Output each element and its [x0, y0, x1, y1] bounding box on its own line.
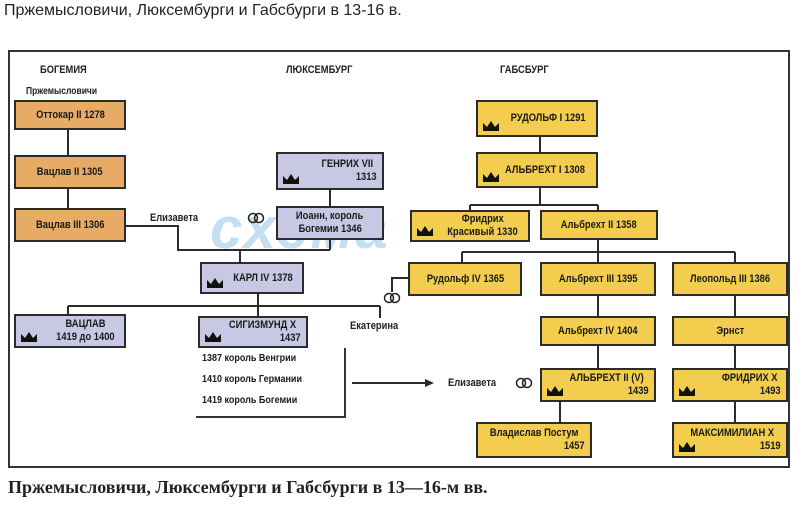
crown-icon [417, 226, 433, 236]
note-hungary: 1387 король Венгрии [202, 353, 297, 364]
wedding-rings-icon [515, 377, 533, 389]
header-habsburg: ГАБСБУРГ [500, 64, 549, 76]
figure-caption: Пржемысловичи, Люксембурги и Габсбурги в… [8, 477, 488, 497]
node-rudolf-iv: Рудольф IV 1365 [408, 262, 522, 296]
crown-icon [483, 121, 499, 131]
node-vaclav-2: Вацлав II 1305 [14, 155, 126, 189]
sigismund-notes: 1387 король Венгрии 1410 король Германии… [196, 348, 346, 418]
node-albrecht-ii: Альбрехт II 1358 [540, 210, 658, 240]
note-germany: 1410 король Германии [202, 374, 303, 385]
crown-icon [205, 332, 221, 342]
wedding-rings-icon [247, 212, 265, 224]
node-albrecht-v: АЛЬБРЕХТ II (V)1439 [540, 368, 656, 402]
label-elizaveta-1: Елизавета [150, 212, 199, 224]
crown-icon [21, 332, 37, 342]
crown-icon [483, 172, 499, 182]
node-vaclav-3: Вацлав III 1306 [14, 208, 126, 242]
node-albrecht-iv: Альбрехт IV 1404 [540, 316, 656, 346]
crown-icon [283, 174, 299, 184]
label-elizaveta-2: Елизавета [448, 377, 497, 389]
diagram-frame [8, 50, 790, 468]
note-bohemia: 1419 король Богемии [202, 395, 298, 406]
header-bohemia: БОГЕМИЯ [40, 64, 87, 76]
node-albrecht-i: АЛЬБРЕХТ I 1308 [476, 152, 598, 188]
node-leopold-iii: Леопольд III 1386 [672, 262, 788, 296]
crown-icon [207, 278, 223, 288]
node-ottokar: Оттокар II 1278 [14, 100, 126, 130]
crown-icon [679, 442, 695, 452]
header-przemyslids: Пржемысловичи [26, 86, 98, 97]
wedding-rings-icon [383, 292, 401, 304]
node-ernst: Эрнст [672, 316, 788, 346]
page-title: Пржемысловичи, Люксембурги и Габсбурги в… [4, 2, 402, 19]
node-karl-iv: КАРЛ IV 1378 [200, 262, 304, 294]
node-rudolf-i: РУДОЛЬФ I 1291 [476, 100, 598, 137]
crown-icon [547, 386, 563, 396]
node-albrecht-iii: Альбрехт III 1395 [540, 262, 656, 296]
crown-icon [679, 386, 695, 396]
header-luxembourg: ЛЮКСЕМБУРГ [286, 64, 353, 76]
label-ekaterina: Екатерина [350, 320, 399, 332]
